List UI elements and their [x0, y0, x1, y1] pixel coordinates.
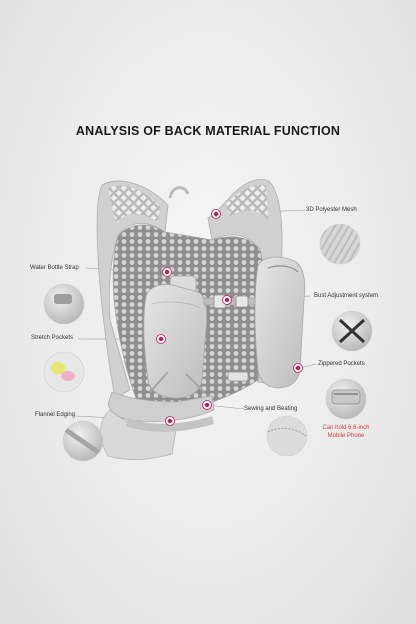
detail-thumbnails: [43, 223, 373, 462]
hotspot-marker-icon[interactable]: [293, 363, 303, 373]
label-water-bottle-strap: Water Bottle Strap: [30, 265, 79, 271]
thumb-bust-adjustment: [331, 310, 373, 352]
hotspot-marker-icon[interactable]: [211, 209, 221, 219]
label-zippered-pockets: Zippered Pockets: [318, 361, 365, 367]
label-stretch-pockets: Stretch Pockets: [31, 335, 74, 341]
phone-capacity-note: Can hold 6.6-inch Mobile Phone: [316, 424, 376, 440]
thumb-flannel-edging: [62, 420, 104, 462]
phone-note-line-2: Mobile Phone: [327, 433, 365, 439]
label-bust-adjustment-system: Bust Adjustment system: [314, 293, 379, 299]
hotspot-marker-icon[interactable]: [222, 295, 232, 305]
thumb-sewing-beating: [266, 415, 308, 457]
hotspot-marker-icon[interactable]: [156, 334, 166, 344]
hotspot-markers: [156, 209, 303, 426]
phone-note-line-1: Can hold 6.6-inch: [322, 425, 370, 431]
page-title: ANALYSIS OF BACK MATERIAL FUNCTION: [75, 124, 341, 138]
hotspot-marker-icon[interactable]: [165, 416, 175, 426]
thumb-mesh: [319, 223, 361, 265]
hotspot-marker-icon[interactable]: [162, 267, 172, 277]
label-flannel-edging: Flannel Edging: [35, 412, 76, 418]
label-sewing-and-beating: Sewing and Beating: [244, 406, 298, 412]
label-3d-polyester-mesh: 3D Polyester Mesh: [306, 207, 357, 213]
hotspot-marker-icon[interactable]: [202, 400, 212, 410]
vest: [96, 178, 306, 461]
thumb-stretch-pockets: [43, 351, 85, 393]
thumb-zippered-pockets: [325, 378, 367, 420]
thumb-water-bottle-strap: [43, 283, 85, 325]
